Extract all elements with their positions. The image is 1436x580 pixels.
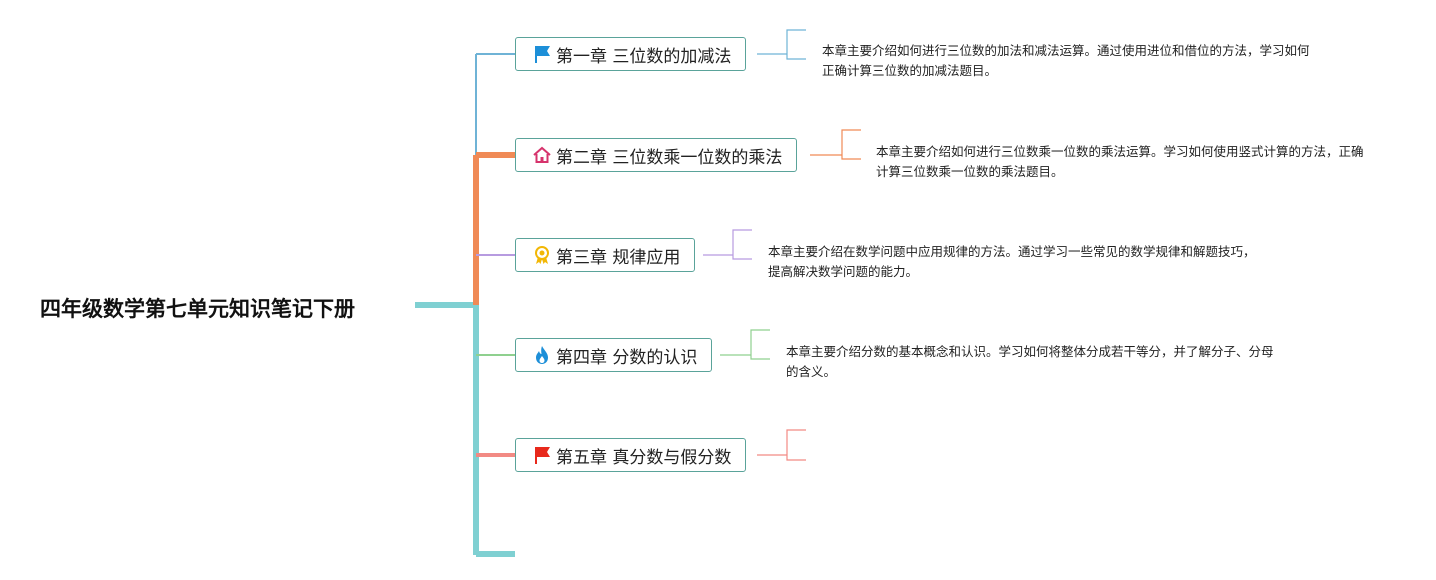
note-connector-ch2 (810, 129, 861, 160)
chapter-5-title: 第五章 真分数与假分数 (556, 447, 732, 468)
chapter-3-title: 第三章 规律应用 (556, 247, 681, 268)
red-flag-icon (532, 445, 552, 465)
root-topic[interactable]: 四年级数学第七单元知识笔记下册 (40, 297, 355, 321)
note-connector-ch4 (720, 329, 770, 360)
note-connector-ch5 (757, 429, 806, 461)
chapter-3-node[interactable]: 第三章 规律应用 (515, 238, 696, 272)
chapter-2-note: 本章主要介绍如何进行三位数乘一位数的乘法运算。学习如何使用竖式计算的方法，正确计… (876, 144, 1364, 179)
flame-icon (532, 345, 552, 365)
home-icon (532, 145, 552, 165)
chapter-3-note: 本章主要介绍在数学问题中应用规律的方法。通过学习一些常见的数学规律和解题技巧，提… (768, 244, 1256, 279)
chapter-1-node[interactable]: 第一章 三位数的加减法 (515, 37, 747, 71)
chapter-2-title: 第二章 三位数乘一位数的乘法 (556, 147, 783, 168)
chapter-2-node[interactable]: 第二章 三位数乘一位数的乘法 (515, 138, 798, 172)
chapter-1-title: 第一章 三位数的加减法 (556, 46, 732, 67)
chapter-4-title: 第四章 分数的认识 (556, 347, 698, 368)
chapter-5-node[interactable]: 第五章 真分数与假分数 (515, 438, 747, 472)
note-connector-ch1 (757, 29, 806, 60)
chapter-1-note: 本章主要介绍如何进行三位数的加法和减法运算。通过使用进位和借位的方法，学习如何正… (822, 43, 1310, 78)
note-connector-ch3 (703, 229, 752, 260)
award-ribbon-icon (532, 245, 552, 265)
chapter-4-node[interactable]: 第四章 分数的认识 (515, 338, 713, 372)
blue-flag-icon (532, 44, 552, 64)
chapter-4-note: 本章主要介绍分数的基本概念和认识。学习如何将整体分成若干等分，并了解分子、分母的… (786, 344, 1274, 379)
